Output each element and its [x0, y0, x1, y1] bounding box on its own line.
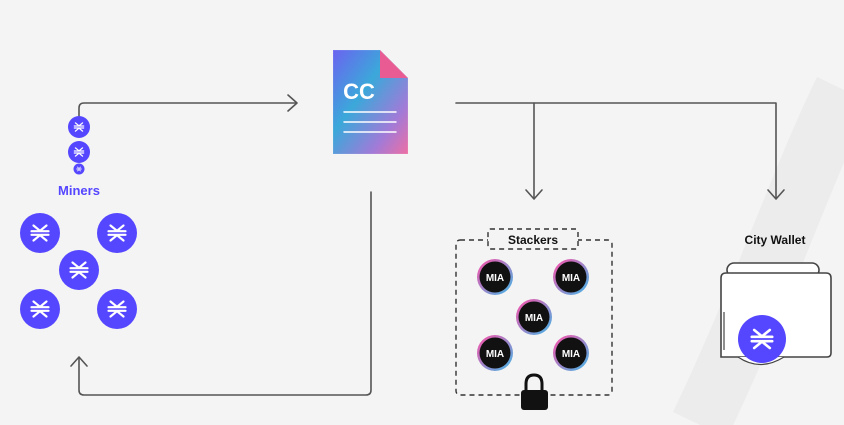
- stackers-label: Stackers: [508, 233, 558, 247]
- mia-token-3: MIA: [516, 299, 552, 335]
- miner-coin-3: [59, 250, 99, 290]
- miners-to-contract-line: [78, 102, 297, 119]
- miner-coin-5: [97, 289, 137, 329]
- miner-coin-2: [97, 213, 137, 253]
- arrowhead-down-wallet: [767, 189, 785, 200]
- stackers-label-box: [487, 228, 579, 250]
- mia-token-4: MIA: [477, 335, 513, 371]
- svg-text:MIA: MIA: [525, 313, 543, 324]
- svg-text:MIA: MIA: [562, 349, 580, 360]
- contract-to-miners-return-line: [78, 191, 372, 396]
- arrowhead-up: [70, 356, 88, 367]
- svg-text:MIA: MIA: [562, 273, 580, 284]
- mia-token-1: MIA: [477, 259, 513, 295]
- mia-token-5: MIA: [553, 335, 589, 371]
- contract-logo-text: CC: [343, 79, 375, 104]
- smart-contract-document-icon: [332, 49, 409, 155]
- stx-small-coin-1: [68, 116, 90, 138]
- svg-text:MIA: MIA: [486, 273, 504, 284]
- lock-icon: [521, 373, 548, 410]
- miners-label: Miners: [58, 183, 100, 198]
- background-arc: [672, 76, 844, 425]
- arrowhead-down-stackers: [525, 189, 543, 200]
- wallet-stx-coin: [738, 315, 786, 363]
- miner-coin-4: [20, 289, 60, 329]
- contract-to-wallet-line: [455, 102, 777, 199]
- arrowhead-right: [287, 94, 298, 112]
- stx-small-coin-2: [68, 141, 90, 163]
- miner-coin-1: [20, 213, 60, 253]
- city-wallet-label: City Wallet: [745, 233, 806, 247]
- svg-text:MIA: MIA: [486, 349, 504, 360]
- mia-token-2: MIA: [553, 259, 589, 295]
- stx-small-coin-3: [73, 163, 85, 175]
